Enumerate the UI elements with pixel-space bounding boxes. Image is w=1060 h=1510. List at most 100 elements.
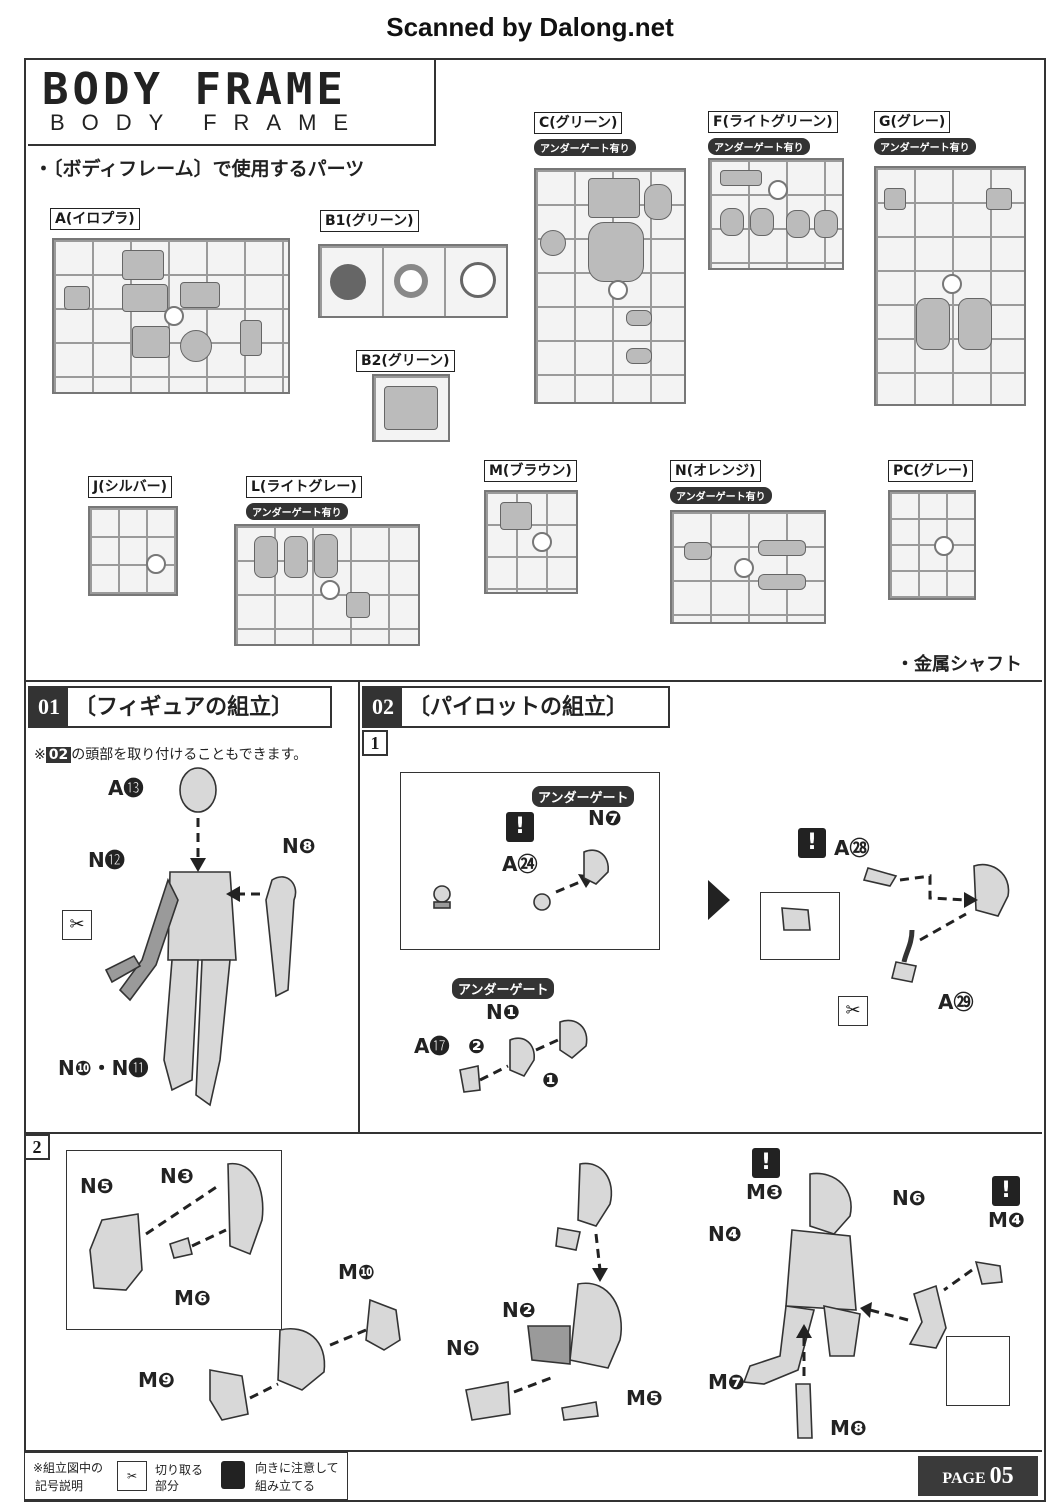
sprue-a <box>52 238 290 394</box>
title-subtitle: BODY FRAME <box>50 110 366 135</box>
label-n12: N⓬ <box>88 848 125 872</box>
order-2: ❷ <box>468 1034 485 1058</box>
sprue-label-j: J(シルバー) <box>88 476 173 498</box>
step01-header: 01〔フィギュアの組立〕 <box>28 686 332 728</box>
sprue-l <box>234 524 420 646</box>
label-m4: M❹ <box>988 1208 1025 1232</box>
label-m9: M❾ <box>138 1368 175 1392</box>
legend-title-line2: 記号説明 <box>35 1479 84 1493</box>
warning-icon-a28: ! <box>798 828 826 858</box>
sprue-label-a: A(イロプラ) <box>50 208 140 230</box>
label-m6: M❻ <box>174 1286 211 1310</box>
label-m7: M❼ <box>708 1370 745 1394</box>
pilot-helmet-diagram <box>781 863 1010 983</box>
step02-substep-1: 1 <box>362 730 388 756</box>
sprue-m <box>484 490 578 594</box>
warning-icon-a24: ! <box>506 812 534 842</box>
undergate-label-2: アンダーゲート <box>452 978 555 999</box>
label-n10-n11: N❿・N⓫ <box>58 1056 149 1080</box>
sprue-label-b1: B1(グリーン) <box>320 210 419 232</box>
legend-title-line1: ※組立図中の <box>33 1461 104 1475</box>
pilot-head-inset-diagram <box>433 849 609 911</box>
legend-warn-line2: 組み立てる <box>255 1479 316 1493</box>
warning-icon-m3: ! <box>752 1148 780 1178</box>
sprue-label-n: N(オレンジ) <box>670 460 761 482</box>
label-n1: N❶ <box>486 1000 520 1024</box>
parts-heading: ・〔ボディフレーム〕で使用するパーツ <box>34 158 365 180</box>
divider-step2 <box>24 1132 1042 1134</box>
step02-number: 02 <box>364 688 402 726</box>
step01-note-ref: 02 <box>45 747 72 763</box>
a28-detail-inset <box>760 892 840 960</box>
undergate-label-1: アンダーゲート <box>532 786 635 807</box>
sprue-label-pc: PC(グレー) <box>888 460 974 482</box>
legend-cut-icon: ✂ <box>117 1461 147 1491</box>
sprue-label-m: M(ブラウン) <box>484 460 577 482</box>
legend-cut-line1: 切り取る <box>155 1463 204 1477</box>
sprue-b1 <box>318 244 508 318</box>
sprue-g <box>874 166 1026 406</box>
sprue-label-g: G(グレー) <box>874 111 951 133</box>
label-m3: M❸ <box>746 1180 783 1204</box>
label-m8: M❽ <box>830 1416 867 1440</box>
order-1: ❶ <box>542 1068 559 1092</box>
step01-note-text: の頭部を取り付けることもできます。 <box>71 747 308 763</box>
warning-icon-m4: ! <box>992 1176 1020 1206</box>
label-n3: N❸ <box>160 1164 194 1188</box>
figure-assembly-diagram <box>104 767 297 1107</box>
label-a24: A㉔ <box>502 852 538 876</box>
divider-footer <box>24 1450 1042 1452</box>
label-a29: A㉙ <box>938 990 974 1014</box>
title-logo: BODY FRAME <box>42 64 347 115</box>
legend-warn-line1: 向きに注意して <box>255 1461 339 1475</box>
undergate-tag-c: アンダーゲート有り <box>534 139 636 156</box>
label-m5: M❺ <box>626 1386 663 1410</box>
step02-title: 〔パイロットの組立〕 <box>408 695 629 720</box>
metal-shaft-label: ・金属シャフト <box>896 654 1022 675</box>
divider-steps <box>358 682 360 1134</box>
label-n8: N❽ <box>282 834 316 858</box>
undergate-tag-n: アンダーゲート有り <box>670 487 772 504</box>
label-n2: N❷ <box>502 1298 536 1322</box>
sprue-j <box>88 506 178 596</box>
divider-parts <box>24 680 1042 682</box>
torso-assembly-diagram <box>89 1162 401 1421</box>
sprue-label-c: C(グリーン) <box>534 112 623 134</box>
sprue-label-b2: B2(グリーン) <box>356 350 455 372</box>
legend-cut-line2: 部分 <box>155 1479 180 1493</box>
label-n4: N❹ <box>708 1222 742 1246</box>
step01-number: 01 <box>30 688 68 726</box>
undergate-tag-f: アンダーゲート有り <box>708 138 810 155</box>
label-a17: A⓱ <box>414 1034 450 1058</box>
cut-icon-step02: ✂ <box>838 996 868 1026</box>
body-leg-assembly-diagram <box>465 1162 622 1421</box>
label-a28: A㉘ <box>834 836 870 860</box>
undergate-tag-l: アンダーゲート有り <box>246 503 348 520</box>
sprue-c <box>534 168 686 404</box>
sprue-n <box>670 510 826 624</box>
cut-icon-step01: ✂ <box>62 910 92 940</box>
next-step-arrow <box>708 880 730 920</box>
sprue-b2 <box>372 374 450 442</box>
page-label: PAGE <box>942 1470 986 1487</box>
sprue-f <box>708 158 844 270</box>
scanner-credit: Scanned by Dalong.net <box>386 12 674 42</box>
undergate-tag-g: アンダーゲート有り <box>874 138 976 155</box>
substep-2: 2 <box>24 1134 50 1160</box>
label-n6: N❻ <box>892 1186 926 1210</box>
sprue-pc <box>888 490 976 600</box>
sprue-label-l: L(ライトグレー) <box>246 476 362 498</box>
label-n9: N❾ <box>446 1336 480 1360</box>
label-n7: N❼ <box>588 806 622 830</box>
step01-title: 〔フィギュアの組立〕 <box>74 695 294 720</box>
step02-header: 02〔パイロットの組立〕 <box>362 686 670 728</box>
label-n5: N❺ <box>80 1174 114 1198</box>
m4-detail-inset <box>946 1336 1010 1406</box>
symbol-legend: ※組立図中の 記号説明 ✂ 切り取る 部分 ! 向きに注意して 組み立てる <box>24 1452 348 1500</box>
page-number-badge: PAGE 05 <box>918 1456 1038 1496</box>
page-number: 05 <box>989 1463 1014 1489</box>
seated-pilot-diagram <box>742 1172 1003 1439</box>
legend-warning-icon: ! <box>221 1461 245 1489</box>
title-block: BODY FRAME BODY FRAME <box>28 60 436 146</box>
